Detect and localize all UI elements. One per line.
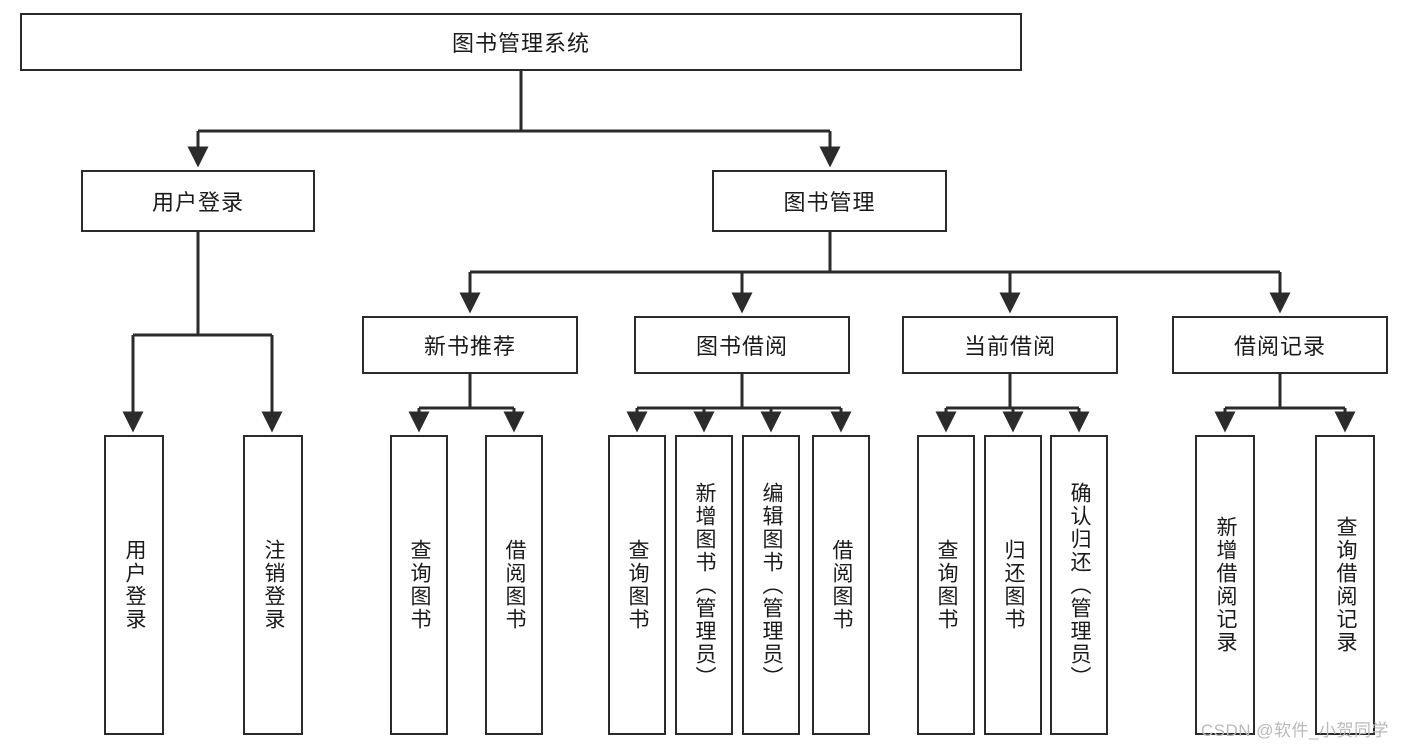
leaf-label: 查询图书	[935, 539, 959, 631]
leaf-label: 借阅图书	[830, 539, 854, 631]
leaf-edit-book-admin[interactable]: 编辑图书（管理员）	[742, 435, 800, 735]
node-book-management[interactable]: 图书管理	[712, 170, 947, 232]
leaf-label: 注销登录	[262, 539, 286, 631]
leaf-label: 新增图书（管理员）	[693, 481, 717, 689]
leaf-label: 查询借阅记录	[1334, 516, 1358, 654]
leaf-query-borrow-record[interactable]: 查询借阅记录	[1315, 435, 1375, 735]
leaf-user-login[interactable]: 用户登录	[104, 435, 164, 735]
leaf-label: 借阅图书	[503, 539, 527, 631]
node-current-borrow-label: 当前借阅	[963, 334, 1056, 359]
leaf-label: 编辑图书（管理员）	[760, 481, 784, 689]
leaf-borrow-book-recommend[interactable]: 借阅图书	[485, 435, 543, 735]
leaf-label: 查询图书	[626, 539, 650, 631]
node-book-management-label: 图书管理	[783, 190, 876, 215]
node-new-book-recommend-label: 新书推荐	[423, 334, 516, 359]
node-root-label: 图书管理系统	[451, 31, 590, 56]
leaf-label: 查询图书	[408, 539, 432, 631]
leaf-add-borrow-record[interactable]: 新增借阅记录	[1195, 435, 1255, 735]
leaf-borrow-book[interactable]: 借阅图书	[812, 435, 870, 735]
node-user-login[interactable]: 用户登录	[81, 170, 315, 232]
leaf-label: 确认归还（管理员）	[1068, 481, 1092, 689]
node-user-login-label: 用户登录	[151, 190, 244, 215]
leaf-label: 新增借阅记录	[1214, 516, 1238, 654]
leaf-query-book-current[interactable]: 查询图书	[917, 435, 975, 735]
leaf-label: 归还图书	[1002, 539, 1026, 631]
node-new-book-recommend[interactable]: 新书推荐	[362, 316, 578, 374]
leaf-return-book[interactable]: 归还图书	[984, 435, 1042, 735]
node-book-borrow-label: 图书借阅	[695, 334, 788, 359]
node-current-borrow[interactable]: 当前借阅	[902, 316, 1118, 374]
node-borrow-record[interactable]: 借阅记录	[1172, 316, 1388, 374]
leaf-logout[interactable]: 注销登录	[243, 435, 303, 735]
leaf-label: 用户登录	[123, 539, 147, 631]
leaf-query-book-borrow[interactable]: 查询图书	[608, 435, 666, 735]
node-root[interactable]: 图书管理系统	[20, 13, 1022, 71]
leaf-add-book-admin[interactable]: 新增图书（管理员）	[675, 435, 733, 735]
leaf-confirm-return-admin[interactable]: 确认归还（管理员）	[1050, 435, 1108, 735]
watermark: CSDN @软件_小贺同学	[1200, 721, 1389, 740]
node-book-borrow[interactable]: 图书借阅	[634, 316, 850, 374]
node-borrow-record-label: 借阅记录	[1233, 334, 1326, 359]
leaf-query-book-recommend[interactable]: 查询图书	[390, 435, 448, 735]
